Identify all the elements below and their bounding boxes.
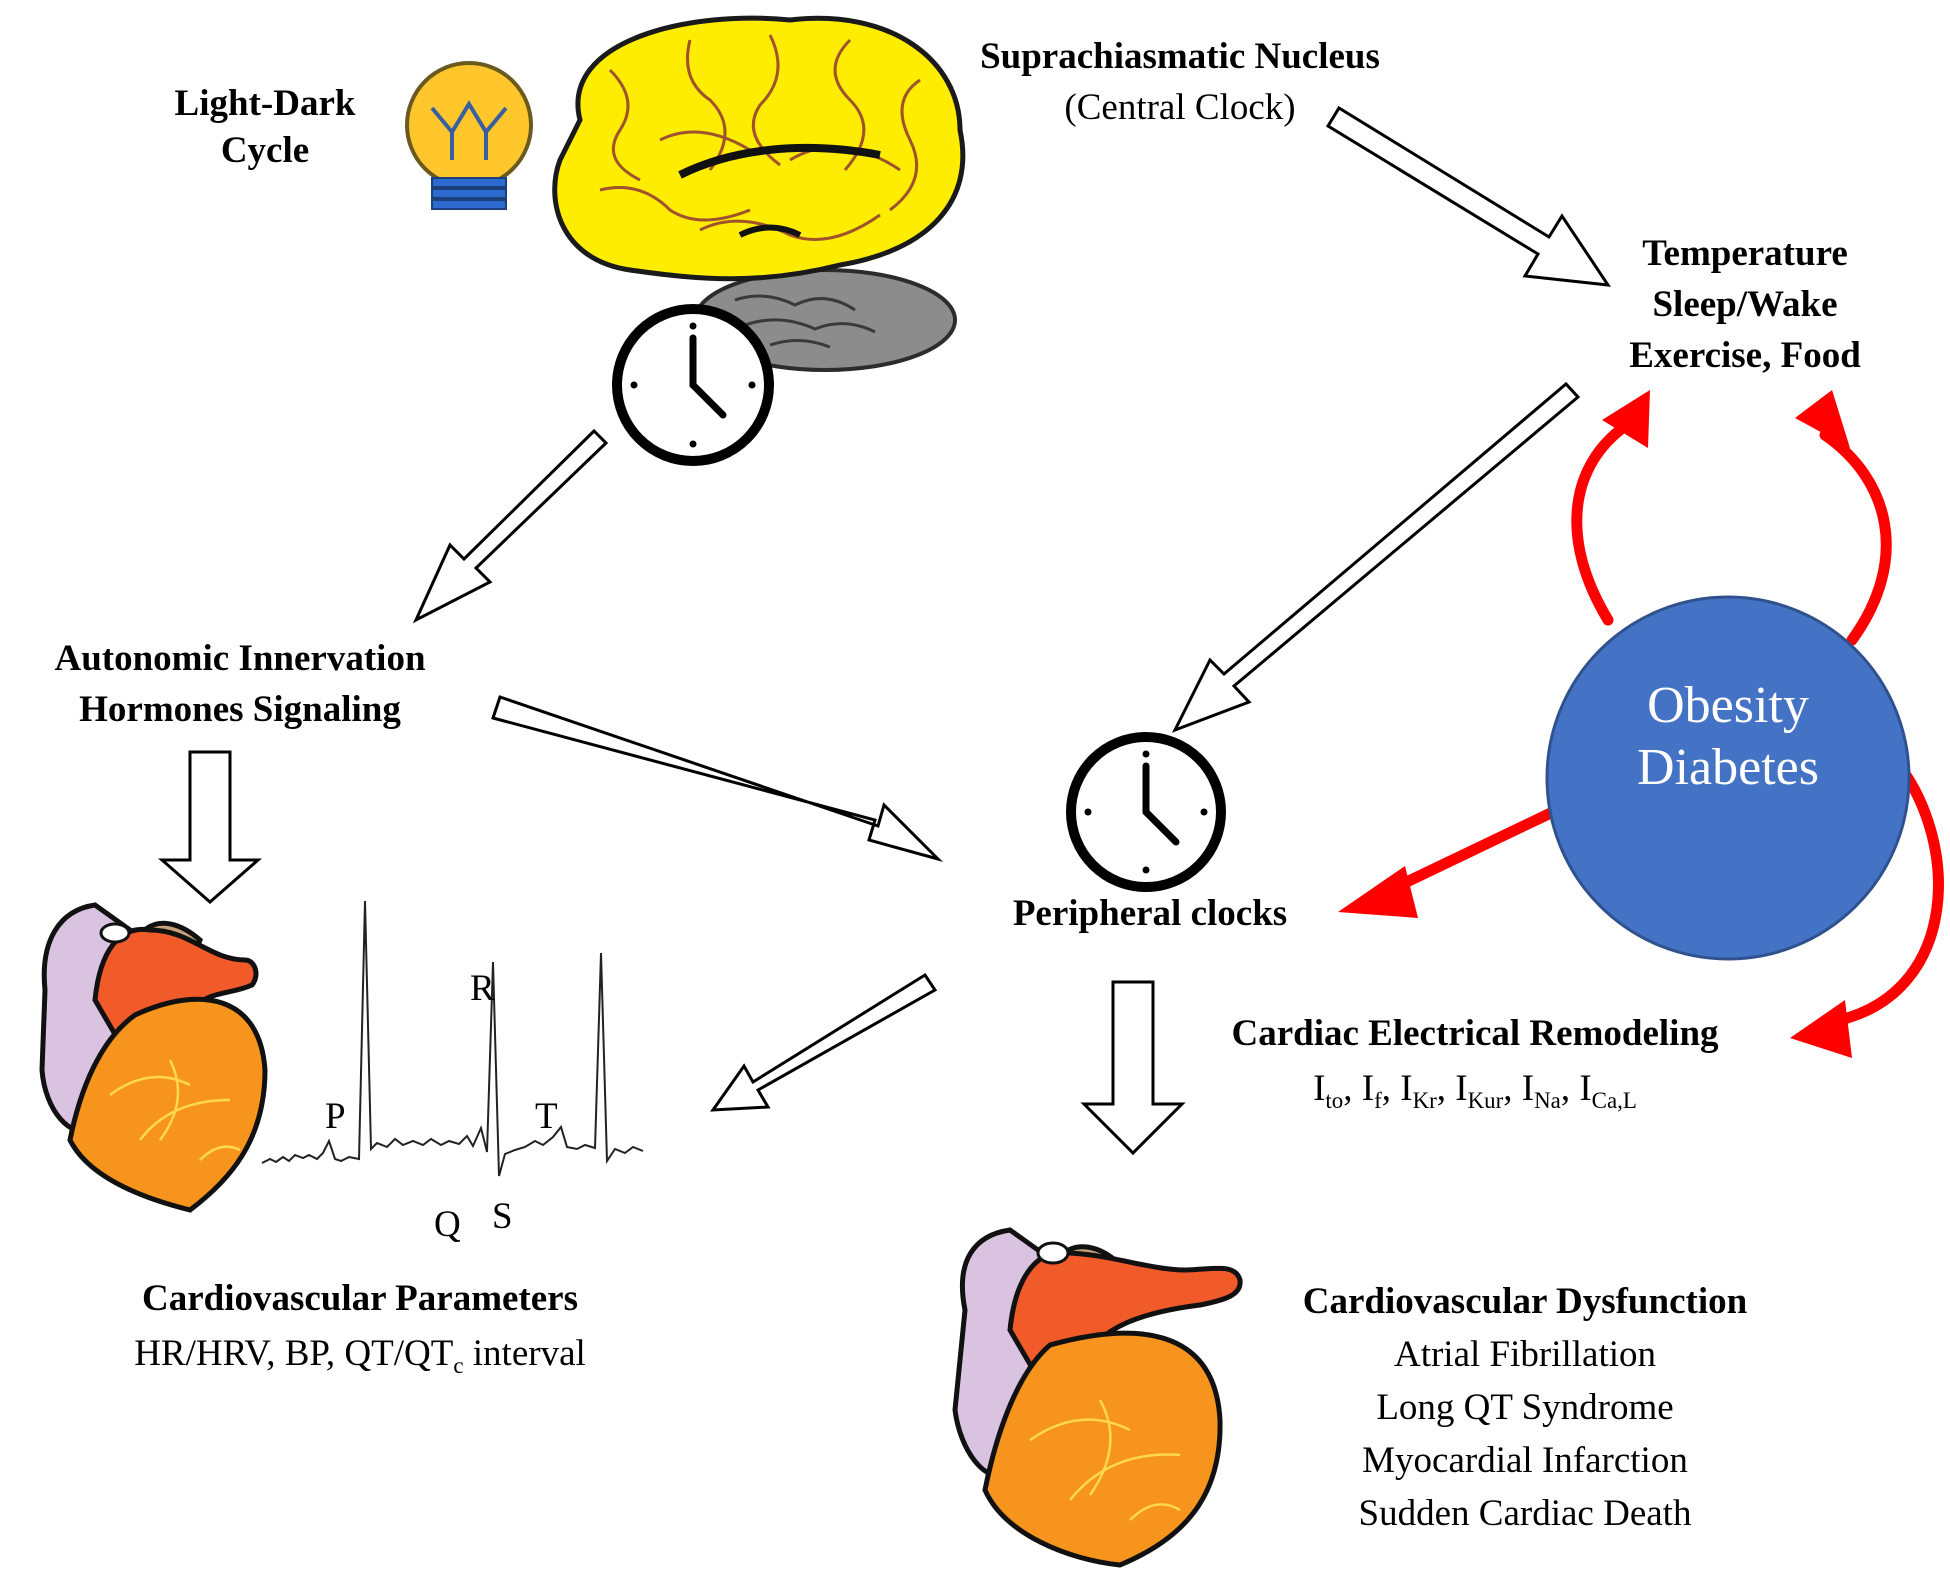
arrow-behaviors-to-peripheral [1171, 381, 1581, 733]
obesity-text: Obesity [1647, 677, 1809, 734]
scn-subtitle: (Central Clock) [1064, 87, 1296, 128]
ion-current-symbol: I [1455, 1068, 1468, 1109]
arrow-clock-to-autonomic [412, 428, 609, 624]
arrow-peripheral-to-dysfunction [1080, 980, 1186, 1156]
behaviors-line3: Exercise, Food [1629, 335, 1861, 376]
peripheral-clocks-label: Peripheral clocks [1012, 893, 1288, 934]
red-arrowhead-temp-left [1602, 390, 1650, 448]
ecg-trace-icon [261, 900, 644, 1177]
parameters-line-text: HR/HRV, BP, QT/QT [134, 1333, 454, 1374]
ecg-t-label: T [535, 1096, 558, 1137]
dysfunction-item: Sudden Cardiac Death [1358, 1493, 1692, 1534]
ion-current-subscript: f [1374, 1088, 1382, 1114]
ecg-q-label: Q [434, 1204, 461, 1245]
red-arrow-to-temperature-left [1571, 424, 1626, 626]
ion-current-subscript: Ca,L [1591, 1088, 1637, 1114]
red-arrow-to-temperature-right [1819, 429, 1892, 646]
dysfunction-item: Long QT Syndrome [1376, 1387, 1674, 1428]
light-dark-label: Light-Dark Cycle [165, 85, 365, 169]
dysfunction-title: Cardiovascular Dysfunction [1302, 1281, 1748, 1322]
arrow-autonomic-to-parameters [158, 750, 262, 904]
ion-current-symbol: I [1521, 1068, 1535, 1109]
red-arrowhead-peripheral [1338, 866, 1418, 918]
obesity-diabetes-label: Obesity Diabetes [1548, 680, 1908, 794]
parameters-line-sub: c [453, 1353, 464, 1379]
ecg-r-label: R [470, 968, 495, 1009]
ion-current: Ito, [1313, 1068, 1362, 1112]
ion-current-separator: , [1560, 1068, 1580, 1109]
dysfunction-item: Myocardial Infarction [1362, 1440, 1688, 1481]
light-dark-line2: Cycle [220, 130, 310, 171]
red-arrowhead-temp-right [1795, 390, 1850, 448]
behaviors-line2: Sleep/Wake [1652, 284, 1838, 325]
light-dark-line1: Light-Dark [174, 83, 356, 124]
ion-current-subscript: Kr [1412, 1088, 1437, 1114]
remodeling-title: Cardiac Electrical Remodeling [1231, 1013, 1719, 1054]
arrow-peripheral-to-parameters [709, 972, 938, 1112]
ion-current-separator: , [1503, 1068, 1522, 1109]
arrow-scn-to-behaviors [1325, 105, 1612, 287]
ion-current: IKur, [1455, 1068, 1522, 1112]
heart-icon [952, 1227, 1243, 1568]
red-arrowhead-remodeling [1790, 1000, 1852, 1058]
ion-current: ICa,L [1579, 1068, 1637, 1112]
autonomic-line1: Autonomic Innervation [54, 638, 426, 679]
parameters-label: Cardiovascular Parameters HR/HRV, BP, QT… [40, 1278, 680, 1377]
behaviors-line1: Temperature [1642, 233, 1848, 274]
heart-icon [39, 902, 268, 1213]
ion-current: IKr, [1400, 1068, 1456, 1112]
ion-current-symbol: I [1313, 1068, 1326, 1109]
arrow-autonomic-to-peripheral [491, 695, 944, 862]
red-arrow-to-remodeling [1834, 754, 1944, 1026]
ion-current-symbol: I [1400, 1068, 1413, 1109]
diabetes-text: Diabetes [1637, 739, 1819, 796]
ion-current: If, [1361, 1068, 1401, 1112]
red-arrow-to-peripheral [1384, 804, 1563, 896]
brain-icon [552, 15, 966, 372]
parameters-line: HR/HRV, BP, QT/QTc interval [40, 1333, 680, 1377]
ecg-s-label: S [492, 1196, 513, 1237]
ion-current: INa, [1521, 1068, 1580, 1112]
scn-title: Suprachiasmatic Nucleus [980, 36, 1380, 77]
ion-current-symbol: I [1361, 1068, 1375, 1109]
ion-current-subscript: Na [1534, 1088, 1561, 1114]
remodeling-label: Cardiac Electrical Remodeling Ito, If, I… [1160, 1013, 1790, 1112]
dysfunction-item: Atrial Fibrillation [1393, 1334, 1657, 1375]
ion-current-symbol: I [1579, 1068, 1592, 1109]
ion-current-separator: , [1343, 1068, 1362, 1109]
scn-label: Suprachiasmatic Nucleus (Central Clock) [920, 38, 1440, 126]
ion-current-separator: , [1381, 1068, 1401, 1109]
clock-icon [612, 304, 774, 466]
behaviors-label: Temperature Sleep/Wake Exercise, Food [1590, 235, 1900, 374]
autonomic-label: Autonomic Innervation Hormones Signaling [10, 640, 470, 728]
dysfunction-label: Cardiovascular Dysfunction Atrial Fibril… [1245, 1283, 1805, 1532]
ion-current-separator: , [1436, 1068, 1456, 1109]
parameters-title: Cardiovascular Parameters [141, 1278, 578, 1319]
parameters-line-tail: interval [463, 1333, 586, 1374]
clock-icon [1066, 732, 1226, 892]
ecg-p-label: P [325, 1096, 346, 1137]
ion-current-subscript: to [1325, 1088, 1344, 1114]
light-bulb-icon [405, 61, 533, 210]
ion-currents-list: Ito, If, IKr, IKur, INa, ICa,L [1160, 1068, 1790, 1112]
obesity-diabetes-node [1545, 595, 1911, 961]
autonomic-line2: Hormones Signaling [79, 689, 401, 730]
ion-current-subscript: Kur [1467, 1088, 1504, 1114]
